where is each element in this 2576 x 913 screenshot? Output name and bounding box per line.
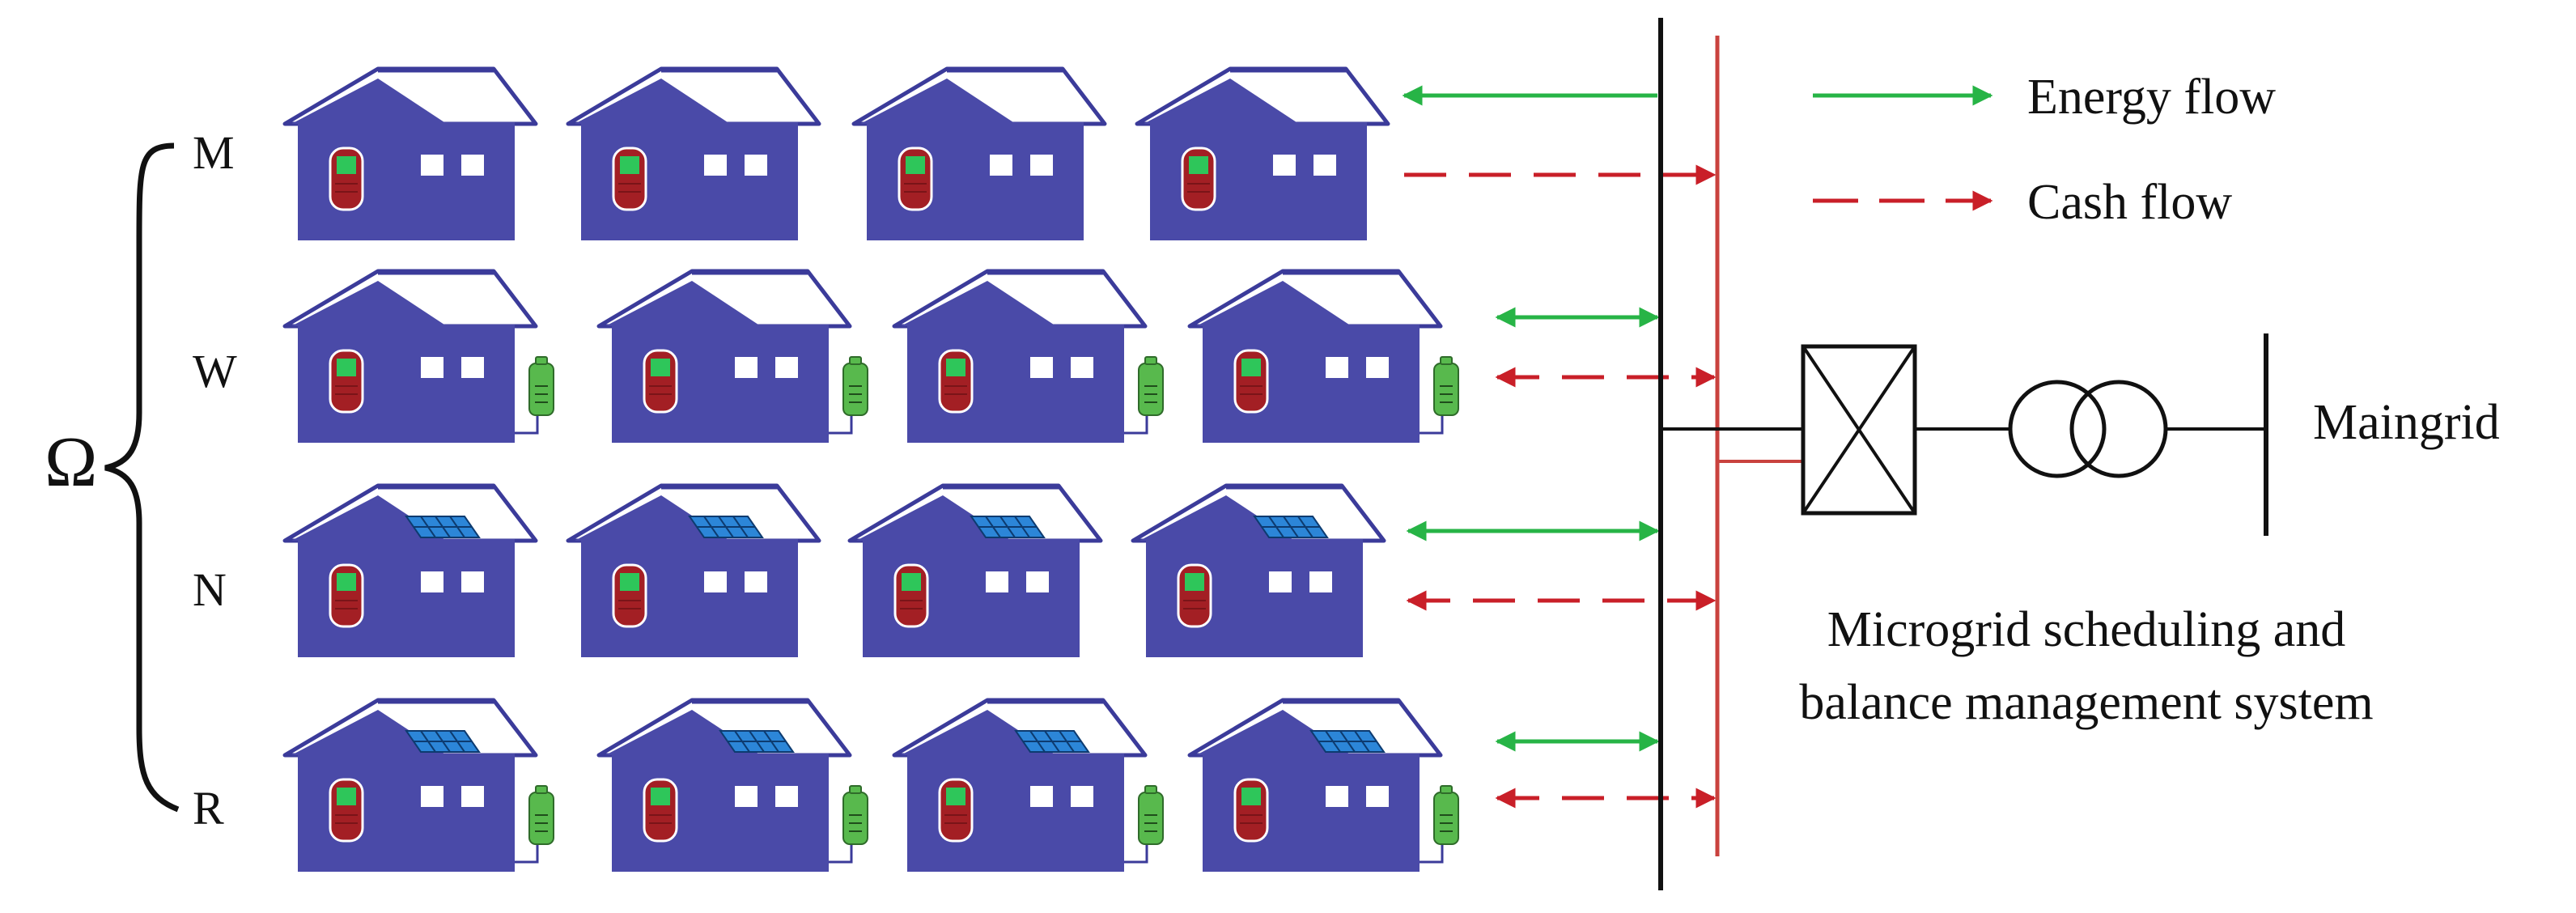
system-label-line1: Microgrid scheduling and [1827, 602, 2346, 657]
solar-panel-icon [405, 516, 481, 538]
smart-meter-icon [329, 349, 364, 414]
solar-panel-icon [688, 516, 764, 538]
row-labels: M W N R [193, 126, 237, 834]
house-grid [282, 66, 1459, 872]
smart-meter-icon [1181, 147, 1216, 211]
house [282, 269, 554, 443]
row-label-w: W [193, 345, 237, 397]
smart-meter-icon [329, 563, 364, 628]
solar-panel-icon [719, 730, 795, 753]
window [1026, 571, 1049, 592]
smart-meter-icon [1233, 778, 1269, 843]
window [986, 571, 1008, 592]
smart-meter-icon [893, 563, 929, 628]
window [1326, 357, 1348, 378]
house [892, 269, 1164, 443]
legend-energy-label: Energy flow [2027, 70, 2276, 125]
window [745, 571, 767, 592]
solar-panel-icon [405, 730, 481, 753]
smart-meter-icon [612, 147, 647, 211]
smart-meter-icon [643, 349, 678, 414]
battery-icon [1124, 785, 1164, 864]
row-label-n: N [193, 563, 227, 616]
window [461, 786, 484, 807]
window [421, 786, 443, 807]
battery-icon [829, 356, 868, 435]
battery-icon [1124, 356, 1164, 435]
window [775, 357, 798, 378]
window [1071, 786, 1093, 807]
window [1030, 357, 1053, 378]
solar-panel-icon [1253, 516, 1329, 538]
house [1135, 66, 1390, 240]
legend: Energy flow Cash flow [1813, 70, 2276, 230]
smart-meter-icon [612, 563, 647, 628]
house [596, 698, 868, 872]
window [704, 155, 727, 176]
battery-icon [1420, 785, 1459, 864]
window [1030, 786, 1053, 807]
house [566, 66, 821, 240]
smart-meter-icon [1177, 563, 1212, 628]
window [461, 571, 484, 592]
window [421, 155, 443, 176]
row-label-m: M [193, 126, 235, 179]
battery-icon [829, 785, 868, 864]
smart-meter-icon [898, 147, 933, 211]
set-symbol-omega: Ω [45, 423, 97, 502]
house [1187, 269, 1459, 443]
house [282, 483, 538, 657]
battery-icon [515, 356, 554, 435]
window [745, 155, 767, 176]
house [851, 66, 1107, 240]
window [1030, 155, 1053, 176]
solar-panel-icon [970, 516, 1046, 538]
house [596, 269, 868, 443]
window [1313, 155, 1336, 176]
row-label-r: R [193, 782, 224, 834]
window [1309, 571, 1332, 592]
window [735, 357, 758, 378]
window [1366, 357, 1389, 378]
house [282, 698, 554, 872]
window [461, 155, 484, 176]
house [892, 698, 1164, 872]
window [421, 357, 443, 378]
system-label-line2: balance management system [1799, 675, 2373, 730]
window [1326, 786, 1348, 807]
smart-meter-icon [329, 147, 364, 211]
smart-meter-icon [1233, 349, 1269, 414]
window [1273, 155, 1296, 176]
window [704, 571, 727, 592]
solar-panel-icon [1309, 730, 1386, 753]
house [282, 66, 538, 240]
grid-connection [1661, 333, 2268, 536]
battery-icon [1420, 356, 1459, 435]
window [1269, 571, 1292, 592]
window [1366, 786, 1389, 807]
window [461, 357, 484, 378]
house [566, 483, 821, 657]
window [775, 786, 798, 807]
smart-meter-icon [329, 778, 364, 843]
legend-cash-label: Cash flow [2027, 175, 2232, 230]
window [735, 786, 758, 807]
house [1187, 698, 1459, 872]
set-brace [104, 142, 180, 813]
window [1071, 357, 1093, 378]
house [1131, 483, 1386, 657]
solar-panel-icon [1014, 730, 1090, 753]
window [990, 155, 1012, 176]
smart-meter-icon [643, 778, 678, 843]
maingrid-label: Maingrid [2313, 395, 2500, 450]
battery-icon [515, 785, 554, 864]
flow-arrows [1402, 85, 1717, 809]
house [847, 483, 1103, 657]
smart-meter-icon [938, 349, 974, 414]
smart-meter-icon [938, 778, 974, 843]
transformer-symbol [2008, 380, 2168, 478]
window [421, 571, 443, 592]
